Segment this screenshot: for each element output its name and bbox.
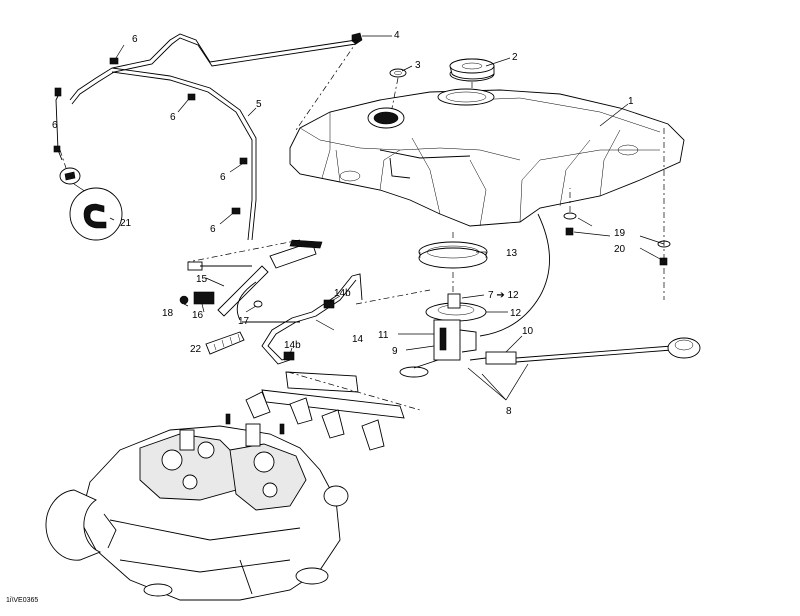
callout-13: 13 [506,248,518,259]
callout-11: 11 [378,330,389,341]
callout-17: 17 [238,316,250,327]
callout-7-to-12: 7 ➔ 12 [488,290,519,301]
lock-ring [418,241,488,269]
vent-valve [351,32,363,45]
callout-14b-bottom: 14b [284,340,301,351]
mounting-bracket [179,239,323,321]
pump-fuel-line [479,213,550,337]
callout-6-bottom: 6 [210,224,216,235]
callout-6-left: 6 [52,120,58,131]
fuel-rail-and-injectors [225,371,405,451]
fuel-tank [289,88,685,227]
callout-18: 18 [162,308,174,319]
fuel-hose [242,273,363,365]
callout-4: 4 [394,30,400,41]
callout-6-right: 6 [220,172,226,183]
fuel-cap [449,58,495,82]
callout-19: 19 [614,228,626,239]
callout-3: 3 [415,60,421,71]
drawing-reference-code: 1i\VE0365 [6,597,38,604]
assembly-center-lines [59,39,665,411]
leader-lines [109,35,665,401]
callout-labels: 1 2 3 4 5 6 6 6 6 6 7 ➔ 12 8 9 10 11 12 … [52,30,634,417]
detail-view-21 [59,167,123,241]
callout-8: 8 [506,406,512,417]
callout-16: 16 [192,310,204,321]
engine-block [45,423,349,601]
callout-14b-top: 14b [334,288,351,299]
washer-and-nut [563,212,671,266]
callout-12: 12 [510,308,522,319]
callout-9: 9 [392,346,398,357]
callout-21: 21 [120,218,132,229]
callout-1: 1 [628,96,634,107]
vent-hose [55,33,357,241]
callout-6-top: 6 [132,34,138,45]
callout-14: 14 [352,334,364,345]
callout-2: 2 [512,52,518,63]
callout-15: 15 [196,274,208,285]
callout-10: 10 [522,326,534,337]
fuel-pump [399,293,487,378]
fuel-level-sender [469,337,701,365]
hose-clips [53,57,248,215]
callout-5: 5 [256,99,262,110]
callout-22: 22 [190,344,202,355]
callout-6-middle: 6 [170,112,176,123]
callout-20: 20 [614,244,626,255]
hose-22 [205,331,245,355]
